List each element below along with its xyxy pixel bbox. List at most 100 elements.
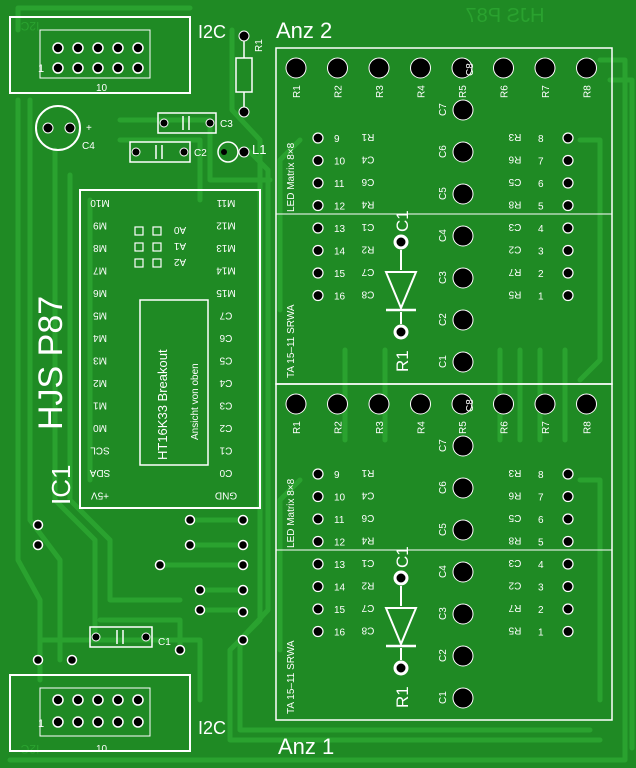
matrix-row-label: R7 — [541, 421, 552, 434]
matrix-row-label: R6 — [500, 85, 511, 98]
matrix-right-num: 6 — [538, 515, 544, 526]
matrix-pad — [368, 393, 390, 415]
connector-top-label: I2C — [198, 22, 226, 42]
matrix-pad — [534, 393, 556, 415]
matrix-right-signal: C2 — [508, 244, 521, 255]
matrix-pad — [285, 57, 307, 79]
matrix-pad — [452, 435, 474, 457]
matrix-col-label: C1 — [438, 691, 449, 704]
matrix-col-label: C5 — [438, 187, 449, 200]
matrix-col-label: C3 — [438, 271, 449, 284]
breakout-left-pin: M0 — [93, 422, 107, 433]
matrix-pad — [327, 393, 348, 415]
matrix-pad — [452, 225, 474, 247]
matrix-pad — [327, 57, 348, 79]
matrix-pad — [534, 57, 556, 79]
matrix-row-label: R3 — [375, 421, 386, 434]
matrix-left-num: 13 — [334, 224, 346, 235]
matrix-right-signal: R5 — [508, 289, 521, 300]
matrix-right-num: 4 — [538, 224, 544, 235]
matrix-pad — [285, 393, 307, 415]
matrix-pad — [452, 351, 474, 373]
matrix-pad — [452, 645, 474, 667]
matrix-left-signal: R1 — [361, 131, 374, 142]
breakout-right-pin: GND — [215, 490, 237, 501]
matrix-row-label: R4 — [417, 421, 428, 434]
matrix-part-label: TA 15–11 SRWA — [286, 640, 297, 714]
matrix-left-signal: C7 — [361, 602, 374, 613]
display-bottom-label: Anz 1 — [278, 734, 334, 759]
matrix-row-label: R1 — [292, 85, 303, 98]
matrix-left-num: 12 — [334, 202, 346, 213]
matrix-c8-label: C8 — [465, 399, 476, 412]
matrix-pad — [368, 57, 390, 79]
matrix-right-signal: C3 — [508, 221, 521, 232]
matrix-right-num: 1 — [538, 292, 544, 303]
matrix-col-label: C5 — [438, 523, 449, 536]
matrix-row-label: R4 — [417, 85, 428, 98]
breakout-right-pin: M13 — [216, 242, 236, 253]
l1-label: L1 — [252, 142, 266, 157]
breakout-left-pin: M10 — [90, 197, 110, 208]
matrix-right-num: 8 — [538, 470, 544, 481]
breakout-left-pin: M1 — [93, 400, 107, 411]
left-pads — [32, 514, 249, 666]
breakout-right-pin: C3 — [219, 400, 232, 411]
matrix-right-num: 4 — [538, 560, 544, 571]
matrix-pad — [452, 519, 474, 541]
matrix-pad — [452, 141, 474, 163]
breakout-left-pin: M8 — [93, 242, 107, 253]
matrix-col-label: C4 — [438, 229, 449, 242]
breakout-address-label: A2 — [173, 256, 186, 267]
c4-label: C4 — [82, 141, 95, 152]
board-title: HJS P87 — [32, 296, 70, 430]
matrix-col-label: C7 — [438, 103, 449, 116]
i2c-connector-bottom: 1 10 I2C — [9, 674, 226, 755]
matrix-c8-label: C8 — [465, 63, 476, 76]
mirrored-i2c-bottom: I2C — [20, 742, 39, 756]
inductor-l1: L1 — [217, 141, 266, 163]
matrix-right-signal: R6 — [508, 154, 521, 165]
matrix-left-num: 9 — [334, 134, 340, 145]
breakout-right-pin: C5 — [219, 355, 232, 366]
breakout-left-pin: SCL — [90, 445, 110, 456]
matrix-left-num: 13 — [334, 560, 346, 571]
matrix-left-num: 10 — [334, 493, 346, 504]
matrix-right-num: 3 — [538, 583, 544, 594]
matrix-col-label: C7 — [438, 439, 449, 452]
matrix-left-signal: R4 — [361, 199, 374, 210]
matrix-right-num: 5 — [538, 202, 544, 213]
breakout-left-pin: SDA — [89, 467, 110, 478]
matrix-row-label: R5 — [458, 421, 469, 434]
matrix-left-signal: C6 — [361, 176, 374, 187]
breakout-right-pin: C6 — [219, 332, 232, 343]
ht16k33-breakout: HT16K33 Breakout Ansicht von oben A0A1A2… — [79, 189, 261, 509]
matrix-row-label: R6 — [500, 421, 511, 434]
matrix-pad — [452, 561, 474, 583]
matrix-row-label: R7 — [541, 85, 552, 98]
capacitor-c3: C3 — [157, 112, 233, 134]
breakout-address-label: A0 — [173, 224, 186, 235]
c2-label: C2 — [194, 148, 207, 159]
breakout-right-pin: C0 — [219, 467, 232, 478]
capacitor-c2: C2 — [129, 141, 207, 163]
matrix-col-label: C6 — [438, 145, 449, 158]
breakout-right-pin: M11 — [216, 197, 235, 208]
matrix-col-label: C2 — [438, 649, 449, 662]
resistor-r1: R1 — [235, 30, 265, 118]
ic-label: IC1 — [46, 465, 76, 505]
matrix-pad — [452, 99, 474, 121]
matrix-row-label: R2 — [334, 421, 345, 434]
matrix-left-num: 11 — [334, 179, 345, 190]
matrix-pad — [493, 393, 514, 415]
matrix-right-signal: R7 — [508, 602, 521, 613]
connector-top-pin-1: 1 — [38, 63, 44, 75]
matrix-left-signal: C8 — [361, 625, 374, 636]
matrix-right-signal: R3 — [508, 467, 521, 478]
matrix-col-label: C3 — [438, 607, 449, 620]
connector-bottom-pin-1: 1 — [38, 718, 44, 730]
matrix-left-num: 9 — [334, 470, 340, 481]
diode-anode-label: C1 — [393, 210, 412, 232]
